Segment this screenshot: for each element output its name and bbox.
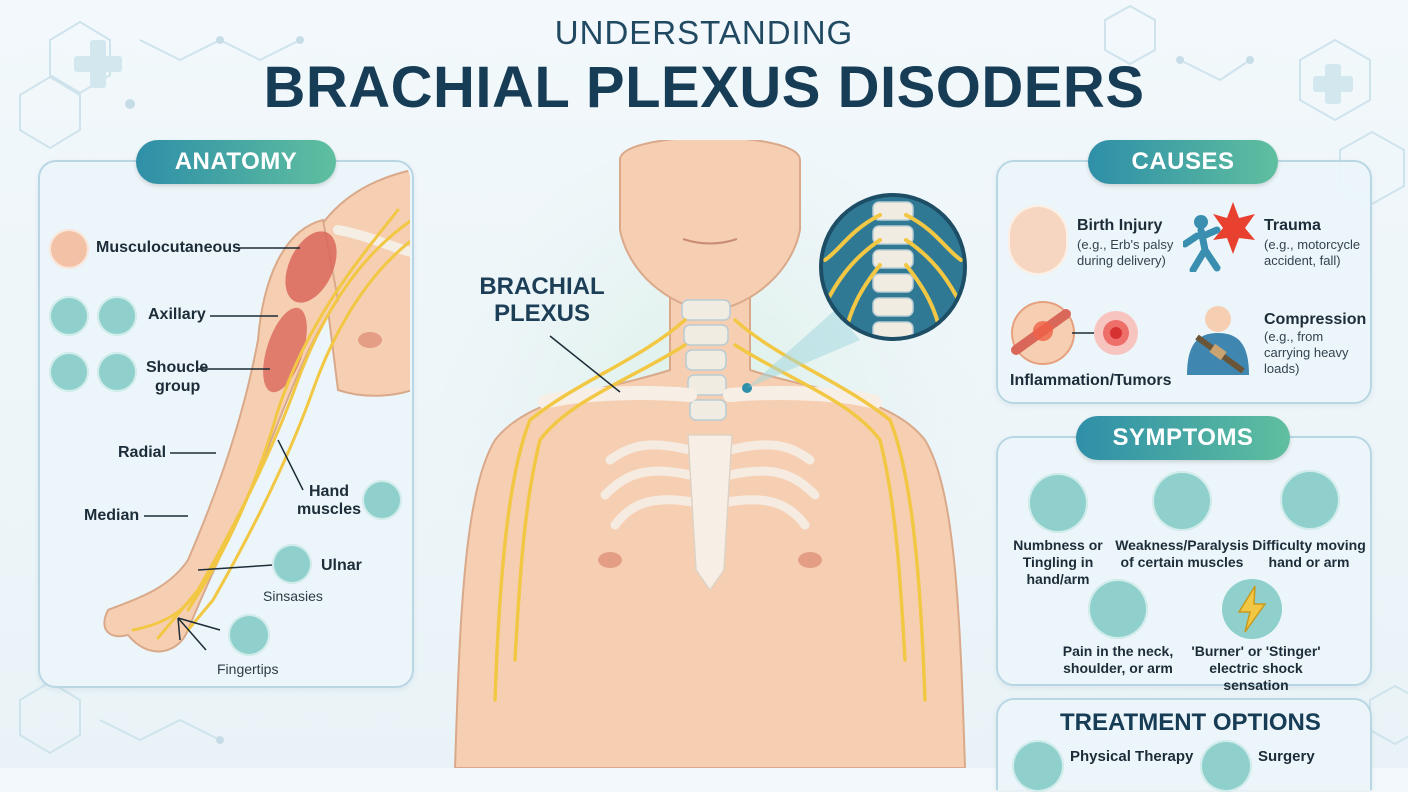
bicep-icon xyxy=(97,296,137,336)
foot-icon xyxy=(1152,471,1212,531)
symptom-pain-1: Pain in the neck, xyxy=(1062,643,1174,659)
neck-pain-icon xyxy=(1088,579,1148,639)
symptom-weakness-1: Weakness/Paralysis xyxy=(1115,537,1249,553)
inflammation-icon xyxy=(1011,301,1138,365)
arm-illustration xyxy=(103,168,410,653)
cause-birth-injury-detail: (e.g., Erb's palsy during delivery) xyxy=(1077,237,1173,269)
cause-trauma-detail-1: (e.g., motorcycle xyxy=(1264,237,1361,252)
symptom-burner-2: electric shock sensation xyxy=(1209,660,1303,693)
cause-compression-detail-1: (e.g., from xyxy=(1264,329,1324,344)
cause-inflammation-title: Inflammation/Tumors xyxy=(1010,372,1172,389)
cause-compression-detail-2: carrying heavy xyxy=(1264,345,1349,360)
lightning-icon xyxy=(1222,579,1282,639)
anatomy-heading: ANATOMY xyxy=(136,140,336,184)
brachial-plexus-line1: BRACHIAL xyxy=(479,273,605,300)
symptom-numbness: Numbness or Tingling in hand/arm xyxy=(1004,537,1112,588)
label-muscles: muscles xyxy=(297,501,362,518)
label-fingertips: Fingertips xyxy=(217,661,279,677)
label-hand: Hand xyxy=(309,483,349,500)
arm-muscle-icon xyxy=(49,352,89,392)
forearm-muscle-icon xyxy=(97,352,137,392)
brachial-plexus-line2: PLEXUS xyxy=(493,300,591,327)
label-sinsasies: Sinsasies xyxy=(263,588,323,604)
symptom-weakness: Weakness/Paralysis of certain muscles xyxy=(1112,537,1252,571)
deltoid-icon xyxy=(49,296,89,336)
causes-panel xyxy=(996,160,1372,404)
cause-birth-injury-title: Birth Injury xyxy=(1077,217,1163,234)
symptom-pain-2: shoulder, or arm xyxy=(1063,660,1173,676)
causes-heading: CAUSES xyxy=(1088,140,1278,184)
symptom-difficulty-2: hand or arm xyxy=(1268,554,1350,570)
bag-strap-icon xyxy=(1187,306,1249,375)
cause-compression-detail-3: loads) xyxy=(1264,361,1300,376)
palm-icon xyxy=(272,544,312,584)
scalpel-icon xyxy=(1200,740,1252,792)
cause-birth-injury-detail-1: (e.g., Erb's palsy xyxy=(1077,237,1174,252)
title-line-1: UNDERSTANDING xyxy=(554,14,854,51)
hand-muscle-icon xyxy=(362,480,402,520)
treatment-heading: TREATMENT OPTIONS xyxy=(1060,709,1321,736)
label-median: Median xyxy=(84,507,140,524)
baby-icon xyxy=(1008,205,1068,275)
symptom-numbness-1: Numbness or xyxy=(1013,537,1103,553)
treatment-surgery: Surgery xyxy=(1258,748,1315,765)
symptom-pain: Pain in the neck, shoulder, or arm xyxy=(1050,643,1186,677)
symptom-burner: 'Burner' or 'Stinger' electric shock sen… xyxy=(1176,643,1336,694)
symptoms-heading: SYMPTOMS xyxy=(1076,416,1290,460)
symptom-weakness-2: of certain muscles xyxy=(1120,554,1244,570)
cause-compression-title: Compression xyxy=(1264,311,1367,328)
hand-icon xyxy=(1028,473,1088,533)
cause-trauma-detail: (e.g., motorcycle accident, fall) xyxy=(1264,237,1360,269)
page-title: BRACHIAL PLEXUS DISODERS xyxy=(263,55,1145,120)
symptom-numbness-3: hand/arm xyxy=(1026,571,1090,587)
therapy-icon xyxy=(1012,740,1064,792)
cause-birth-injury-detail-2: during delivery) xyxy=(1077,253,1166,268)
torso-illustration xyxy=(440,140,980,768)
label-radial: Radial xyxy=(118,444,167,461)
label-group: group xyxy=(155,378,201,395)
symptom-burner-1: 'Burner' or 'Stinger' xyxy=(1191,643,1321,659)
label-axillary: Axillary xyxy=(148,306,206,323)
hand-grip-icon xyxy=(1280,470,1340,530)
symptom-numbness-2: Tingling in xyxy=(1022,554,1094,570)
cause-compression-detail: (e.g., from carrying heavy loads) xyxy=(1264,329,1349,377)
label-musculocutaneous: Musculocutaneous xyxy=(96,239,241,256)
symptom-difficulty: Difficulty moving hand or arm xyxy=(1250,537,1368,571)
brachial-plexus-label: BRACHIAL PLEXUS xyxy=(472,273,612,327)
label-shoucle: Shoucle xyxy=(146,359,209,376)
shoulder-muscle-icon xyxy=(49,229,89,269)
cause-trauma-title: Trauma xyxy=(1264,217,1321,234)
cause-trauma-detail-2: accident, fall) xyxy=(1264,253,1341,268)
label-ulnar: Ulnar xyxy=(321,557,362,574)
fingertips-icon xyxy=(228,614,270,656)
symptom-difficulty-1: Difficulty moving xyxy=(1252,537,1366,553)
treatment-physical-therapy: Physical Therapy xyxy=(1070,748,1194,765)
impact-icon xyxy=(1183,202,1255,272)
